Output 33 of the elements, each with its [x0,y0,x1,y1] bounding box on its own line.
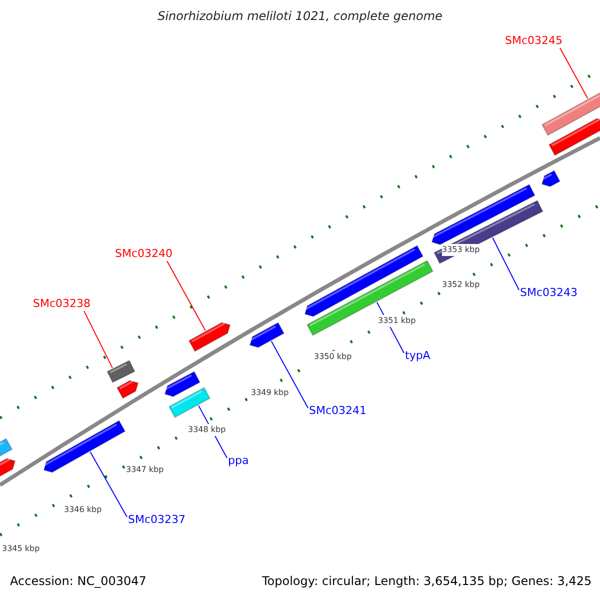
leader-line [90,451,128,518]
leader-line [270,340,308,408]
tick-label: 3345 kbp [2,543,40,555]
gene-feature [306,260,434,336]
tick-label: 3353 kbp [442,244,480,256]
gene-feature [188,322,231,352]
leader-line [492,237,520,290]
title: Sinorhizobium meliloti 1021, complete genome [156,10,444,22]
gene-feature [249,322,285,348]
gene-label: SMc03243 [520,287,578,299]
footer-text: Topology: circular; Length: 3,654,135 bp; Genes: 3,425 [262,575,592,587]
gene-label: ppa [228,455,249,467]
leader-line [84,310,113,368]
gene-label: SMc03237 [128,514,186,526]
tick-label: 3348 kbp [188,424,226,436]
gene-label: SMc03241 [309,405,367,417]
tick-label: 3346 kbp [64,504,102,516]
tick-label: 3352 kbp [442,279,480,291]
gene-label: SMc03238 [33,298,91,310]
tick-label: 3347 kbp [126,464,164,476]
tick-label: 3350 kbp [314,351,352,363]
gene-feature [106,360,136,384]
gene-label: typA [405,350,430,362]
footer-text: Accession: NC_003047 [10,575,146,587]
gene-label: SMc03240 [115,248,173,260]
leader-line [560,48,588,99]
gene-feature [168,387,211,418]
leader-line [166,260,206,332]
gene-label: SMc03245 [505,35,563,47]
gene-feature [541,91,600,136]
gene-feature [43,420,126,473]
tick-label: 3349 kbp [251,387,289,399]
tick-label: 3351 kbp [378,315,416,327]
